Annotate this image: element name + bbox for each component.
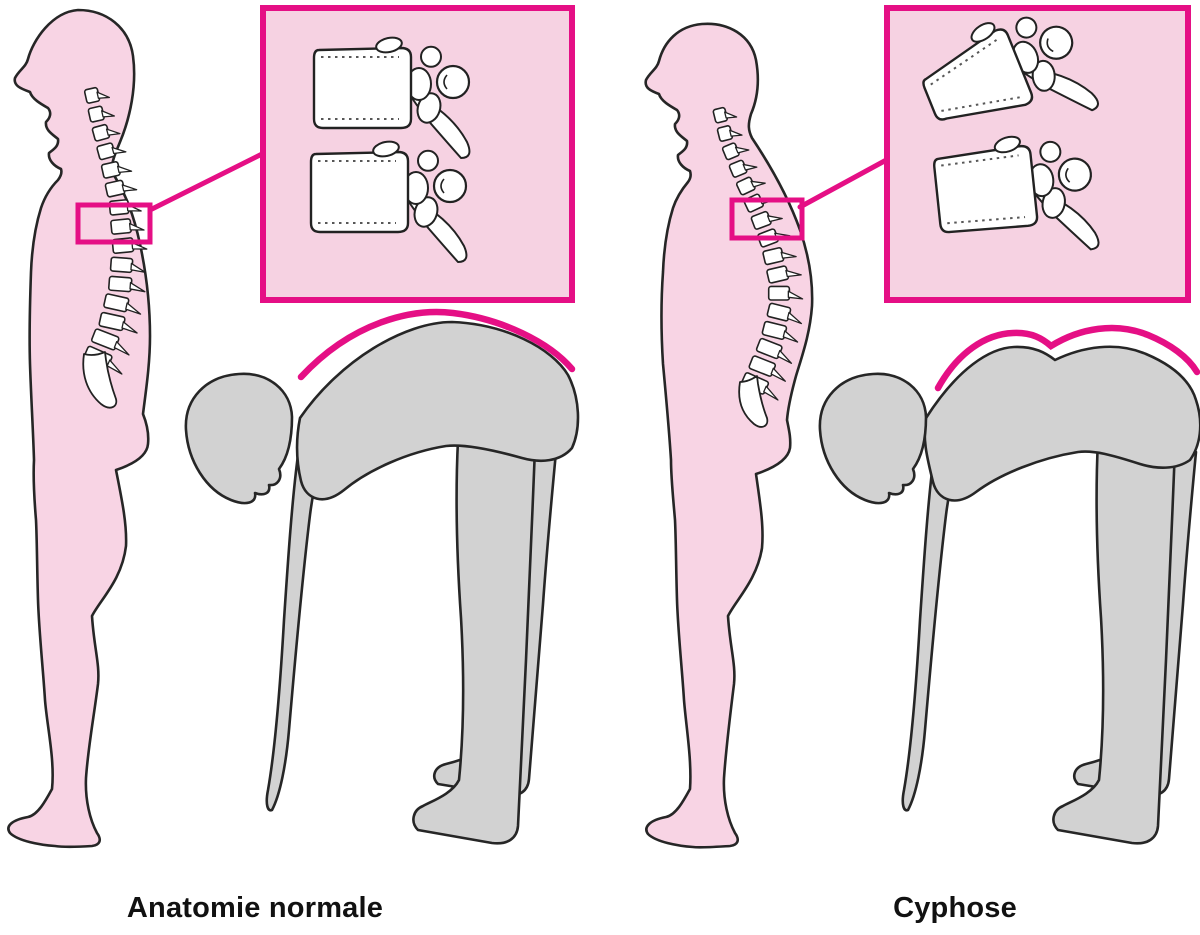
vertebra <box>98 311 138 334</box>
vertebra <box>712 106 738 124</box>
vertebral-body <box>312 46 413 130</box>
vertebrae-inset-box-kyphosis <box>884 5 1191 303</box>
spine-kyphosis <box>712 106 804 428</box>
bent-figure-normal <box>184 308 580 845</box>
vertebral-body <box>922 28 1034 121</box>
vertebra <box>721 142 750 161</box>
magnifier-connector-kyphosis <box>797 155 893 210</box>
vertebra <box>90 328 130 356</box>
humped-back-curve-line <box>934 324 1200 392</box>
bent-kyphosis-head <box>818 372 928 505</box>
normal-vertebrae-detail <box>309 36 471 263</box>
inset-vertebra <box>309 140 468 263</box>
vertebra <box>750 210 783 230</box>
vertebra <box>104 179 138 198</box>
vertebra <box>755 337 793 364</box>
bent-normal-head <box>184 372 294 505</box>
inset-vertebra <box>312 36 471 159</box>
spine-highlight-box-kyphosis <box>729 197 805 241</box>
bent-normal-torso <box>295 320 580 501</box>
vertebra <box>748 355 786 382</box>
inset-vertebra <box>922 16 1099 121</box>
label-normal-anatomy: Anatomie normale <box>126 892 384 924</box>
wedged-vertebrae-detail <box>922 16 1100 251</box>
vertebra <box>110 218 145 235</box>
bent-kyphosis-torso <box>923 345 1200 502</box>
spine-highlight-box-normal <box>75 202 153 245</box>
vertebra <box>103 293 142 315</box>
bent-kyphosis-arm <box>901 453 964 812</box>
smooth-back-curve-line <box>297 308 576 381</box>
bent-normal-front-leg <box>412 438 537 845</box>
vertebra <box>83 86 111 104</box>
vertebra <box>109 256 147 274</box>
vertebra <box>96 142 127 161</box>
vertebra <box>762 247 797 266</box>
magnifier-connector-normal <box>147 149 269 213</box>
vertebral-body <box>309 150 410 234</box>
label-kyphosis: Cyphose <box>893 892 1017 924</box>
vertebra <box>767 285 804 301</box>
standing-figure-normal <box>7 8 152 849</box>
vertebral-body <box>933 144 1039 234</box>
inset-vertebra <box>933 135 1100 251</box>
vertebra <box>766 302 803 325</box>
vertebra <box>766 265 802 284</box>
vertebrae-inset-box-normal <box>260 5 575 303</box>
sacrum-tail <box>738 375 769 428</box>
bent-figure-kyphosis <box>818 324 1200 845</box>
vertebra <box>100 161 133 179</box>
vertebra <box>728 159 758 178</box>
vertebra <box>735 176 766 196</box>
vertebra <box>716 125 743 142</box>
vertebra <box>87 105 116 123</box>
bent-normal-arm <box>265 453 328 812</box>
vertebra <box>761 320 799 343</box>
sacrum-tail <box>82 351 118 409</box>
bent-kyphosis-front-leg <box>1052 438 1177 845</box>
vertebra <box>107 275 146 293</box>
vertebra <box>91 123 121 142</box>
